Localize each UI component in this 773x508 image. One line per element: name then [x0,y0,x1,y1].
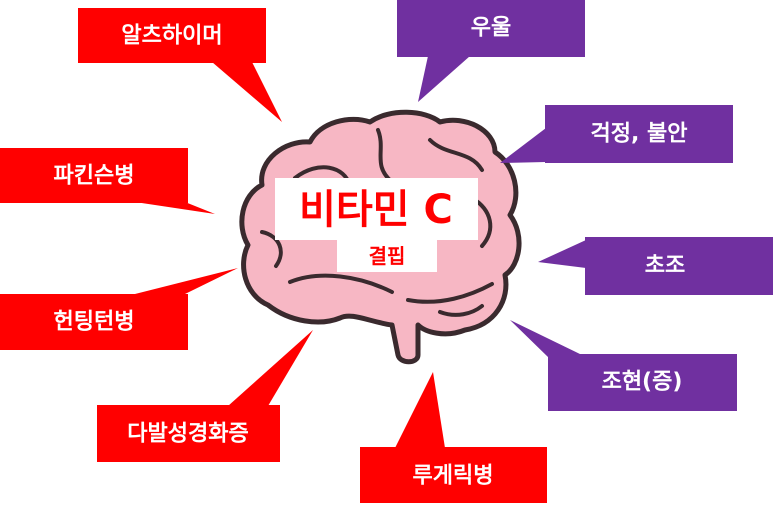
callout-label: 우울 [471,16,511,41]
brain-fold [260,230,283,268]
callout-box [97,405,280,462]
callout-label: 헌팅턴병 [54,310,135,335]
callout-label: 루게릭병 [413,464,494,489]
callout-tail [418,56,470,102]
callout-label: 다발성경화증 [127,422,248,447]
callout-alzheimers: 알츠하이머 [78,8,282,122]
callout-box [78,8,266,63]
callout-tail [395,372,445,448]
callout-tail [135,268,238,294]
callout-box [585,237,773,295]
callout-box [545,105,733,163]
callout-label: 파킨슨병 [54,164,135,189]
callout-tail [135,202,215,214]
brain-fold [428,138,484,172]
callout-box [0,294,188,350]
callout-agitation: 초조 [538,237,773,295]
callout-box [548,354,737,411]
callout-depression: 우울 [397,0,585,102]
callout-als: 루게릭병 [360,372,547,503]
callout-anxiety: 걱정, 불안 [500,105,733,163]
center-label: 비타민 C 결핍 [275,178,478,272]
callout-box [0,148,188,203]
callout-tail [538,240,586,268]
brain-fold [376,128,394,184]
center-subtitle: 결핍 [369,244,406,268]
callout-label: 알츠하이머 [121,24,222,49]
callout-parkinsons: 파킨슨병 [0,148,215,214]
callout-tail [510,320,582,358]
callout-huntingtons: 헌팅턴병 [0,268,238,350]
callout-label: 조현(증) [602,370,683,395]
callout-label: 초조 [645,254,685,279]
brain-fold [288,273,394,294]
callout-schizophrenia: 조현(증) [510,320,737,411]
callout-tail [212,62,282,122]
callout-label: 걱정, 불안 [591,122,688,147]
callout-tail [500,128,546,163]
callout-box [360,447,547,503]
brain-fold [406,282,494,304]
callout-tail [228,330,313,406]
center-title-box [275,178,478,240]
brain-fold [438,304,484,317]
callout-box [397,0,585,57]
center-title: 비타민 C [299,187,453,233]
callout-multiple-sclerosis: 다발성경화증 [97,330,313,462]
center-subtitle-box [337,238,437,272]
